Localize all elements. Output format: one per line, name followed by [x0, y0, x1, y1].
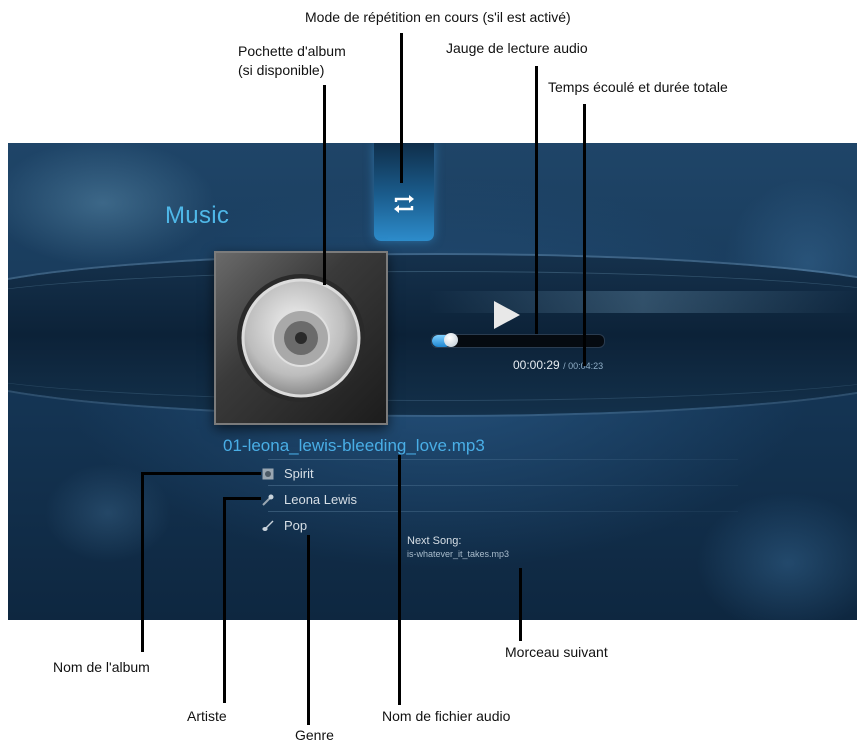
callout-time: Temps écoulé et durée totale: [548, 79, 728, 95]
time-readout: 00:00:29 / 00:04:23: [513, 358, 603, 372]
guitar-icon: [262, 520, 274, 531]
callout-artist: Artiste: [187, 708, 227, 724]
album-row: Spirit: [262, 466, 314, 481]
callout-genre: Genre: [295, 727, 334, 743]
progress-highlight-strip: [428, 291, 857, 313]
next-song-label: Next Song:: [407, 535, 462, 547]
leader-audio-gauge: [535, 66, 538, 334]
album-icon: [262, 468, 274, 480]
artist-name: Leona Lewis: [284, 492, 357, 507]
music-player-screen: Music 00:: [8, 143, 857, 620]
elapsed-time: 00:00:29: [513, 358, 560, 372]
repeat-icon: [394, 195, 414, 213]
divider: [268, 485, 738, 486]
leader-album-art: [323, 85, 326, 285]
leader-repeat-mode: [400, 33, 403, 183]
play-icon[interactable]: [494, 301, 520, 329]
microphone-icon: [262, 494, 274, 506]
cd-disc-icon: [237, 274, 365, 402]
leader-time: [583, 104, 586, 366]
callout-next-track: Morceau suivant: [505, 644, 608, 660]
leader-genre: [307, 535, 310, 725]
divider: [268, 459, 738, 460]
callout-audio-gauge: Jauge de lecture audio: [446, 40, 588, 56]
divider: [268, 511, 738, 512]
genre-row: Pop: [262, 518, 307, 533]
leader-album-name-h: [141, 472, 261, 475]
callout-album-name: Nom de l'album: [53, 659, 150, 675]
genre-name: Pop: [284, 518, 308, 533]
leader-artist-h: [223, 497, 261, 500]
repeat-mode-indicator[interactable]: [374, 143, 434, 241]
album-name: Spirit: [284, 466, 314, 481]
total-duration: / 00:04:23: [563, 361, 604, 371]
progress-knob[interactable]: [443, 333, 458, 347]
callout-album-art: Pochette d'album: [238, 43, 346, 59]
album-art: [214, 251, 388, 425]
next-song-filename: is-whatever_it_takes.mp3: [407, 549, 510, 559]
callout-album-art-note: (si disponible): [238, 62, 325, 78]
leader-next-track: [519, 568, 522, 641]
background-band-outline: [8, 271, 857, 401]
page-title: Music: [165, 202, 230, 229]
leader-artist: [223, 497, 226, 703]
leader-filename: [398, 455, 401, 705]
playback-progress-bar[interactable]: [431, 333, 605, 348]
callout-repeat-mode: Mode de répétition en cours (s'il est ac…: [305, 9, 571, 25]
leader-album-name: [141, 472, 144, 652]
audio-filename: 01-leona_lewis-bleeding_love.mp3: [223, 436, 485, 455]
artist-row: Leona Lewis: [262, 492, 357, 507]
callout-filename: Nom de fichier audio: [382, 708, 511, 724]
